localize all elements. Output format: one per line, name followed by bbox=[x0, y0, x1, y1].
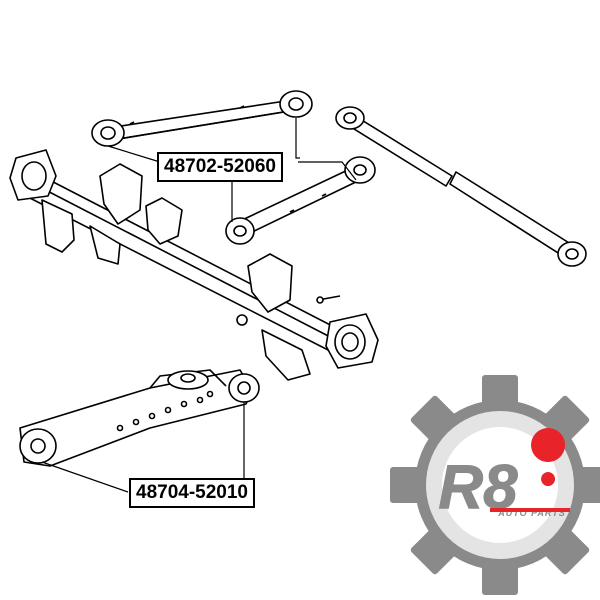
r8-logo: R8 AUTO PARTS bbox=[390, 375, 600, 595]
lateral-control-rod bbox=[335, 106, 587, 267]
part-number-upper-link: 48702-52060 bbox=[157, 152, 283, 182]
upper-control-link-a bbox=[91, 90, 313, 147]
part-number-lower-arm: 48704-52010 bbox=[129, 478, 255, 508]
lower-trailing-arm bbox=[19, 369, 260, 467]
upper-control-link-b bbox=[225, 156, 376, 245]
logo-tagline: AUTO PARTS bbox=[497, 508, 566, 518]
leader-lines bbox=[41, 118, 357, 493]
rear-axle-beam bbox=[9, 149, 379, 381]
